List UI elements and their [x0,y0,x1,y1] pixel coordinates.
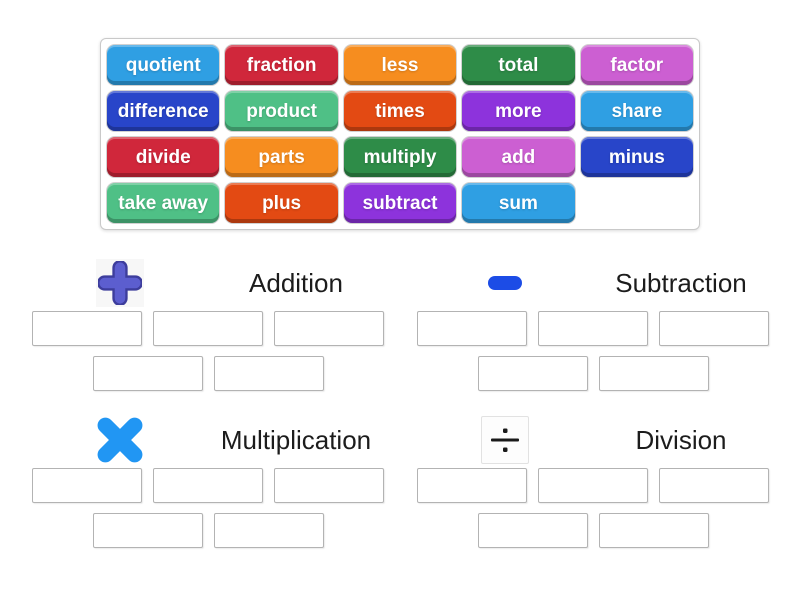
answer-slot[interactable] [32,468,142,503]
group-subtraction-slots [417,311,769,391]
word-tile-less[interactable]: less [343,45,457,85]
group-addition-slots [32,311,384,391]
answer-slot[interactable] [598,513,709,548]
answer-slot[interactable] [274,311,384,346]
slot-row [417,513,769,548]
word-tile-parts[interactable]: parts [225,137,338,177]
word-tile-plus[interactable]: plus [225,183,338,223]
answer-slot[interactable] [274,468,384,503]
minus-icon [488,276,522,290]
word-tile-more[interactable]: more [462,91,575,131]
slot-row [32,468,384,503]
answer-slot[interactable] [477,356,588,391]
group-addition: Addition [32,255,384,401]
word-tile-sum[interactable]: sum [462,183,575,223]
group-division-slots [417,468,769,548]
word-tile-subtract[interactable]: subtract [343,183,457,223]
answer-slot[interactable] [213,356,324,391]
answer-slot[interactable] [659,468,769,503]
word-tile-add[interactable]: add [462,137,575,177]
group-title-addition: Addition [249,267,343,298]
word-tile-multiply[interactable]: multiply [343,137,457,177]
multiply-icon [96,417,144,463]
word-tile-difference[interactable]: difference [107,91,220,131]
word-tile-minus[interactable]: minus [580,137,693,177]
slot-row [417,356,769,391]
group-division: Division [417,412,769,558]
group-multiplication: Multiplication [32,412,384,558]
word-tile-share[interactable]: share [580,91,693,131]
answer-slot[interactable] [417,468,527,503]
answer-slot[interactable] [538,311,648,346]
group-division-header: Division [417,412,769,468]
group-subtraction-header: Subtraction [417,255,769,311]
slot-row [32,356,384,391]
answer-slot[interactable] [538,468,648,503]
word-tile-quotient[interactable]: quotient [107,45,220,85]
answer-slot[interactable] [213,513,324,548]
slot-row [32,311,384,346]
divide-icon [481,416,529,464]
slot-row [417,311,769,346]
answer-slot[interactable] [92,513,203,548]
group-title-multiplication: Multiplication [220,424,372,455]
word-tile-total[interactable]: total [462,45,575,85]
word-tile-product[interactable]: product [225,91,338,131]
group-title-subtraction: Subtraction [615,267,747,298]
slot-row [417,468,769,503]
answer-slot[interactable] [92,356,203,391]
word-tile-divide[interactable]: divide [107,137,220,177]
word-tile-take-away[interactable]: take away [107,183,220,223]
group-multiplication-header: Multiplication [32,412,384,468]
plus-icon [96,259,144,307]
group-addition-header: Addition [32,255,384,311]
word-tile-factor[interactable]: factor [580,45,693,85]
answer-slot[interactable] [659,311,769,346]
answer-slot[interactable] [153,311,263,346]
group-multiplication-slots [32,468,384,548]
group-subtraction: Subtraction [417,255,769,401]
word-tile-fraction[interactable]: fraction [225,45,338,85]
answer-slot[interactable] [417,311,527,346]
answer-slot[interactable] [598,356,709,391]
word-tile-times[interactable]: times [343,91,457,131]
answer-slot[interactable] [32,311,142,346]
group-title-division: Division [635,424,727,455]
answer-slot[interactable] [153,468,263,503]
answer-slot[interactable] [477,513,588,548]
slot-row [32,513,384,548]
